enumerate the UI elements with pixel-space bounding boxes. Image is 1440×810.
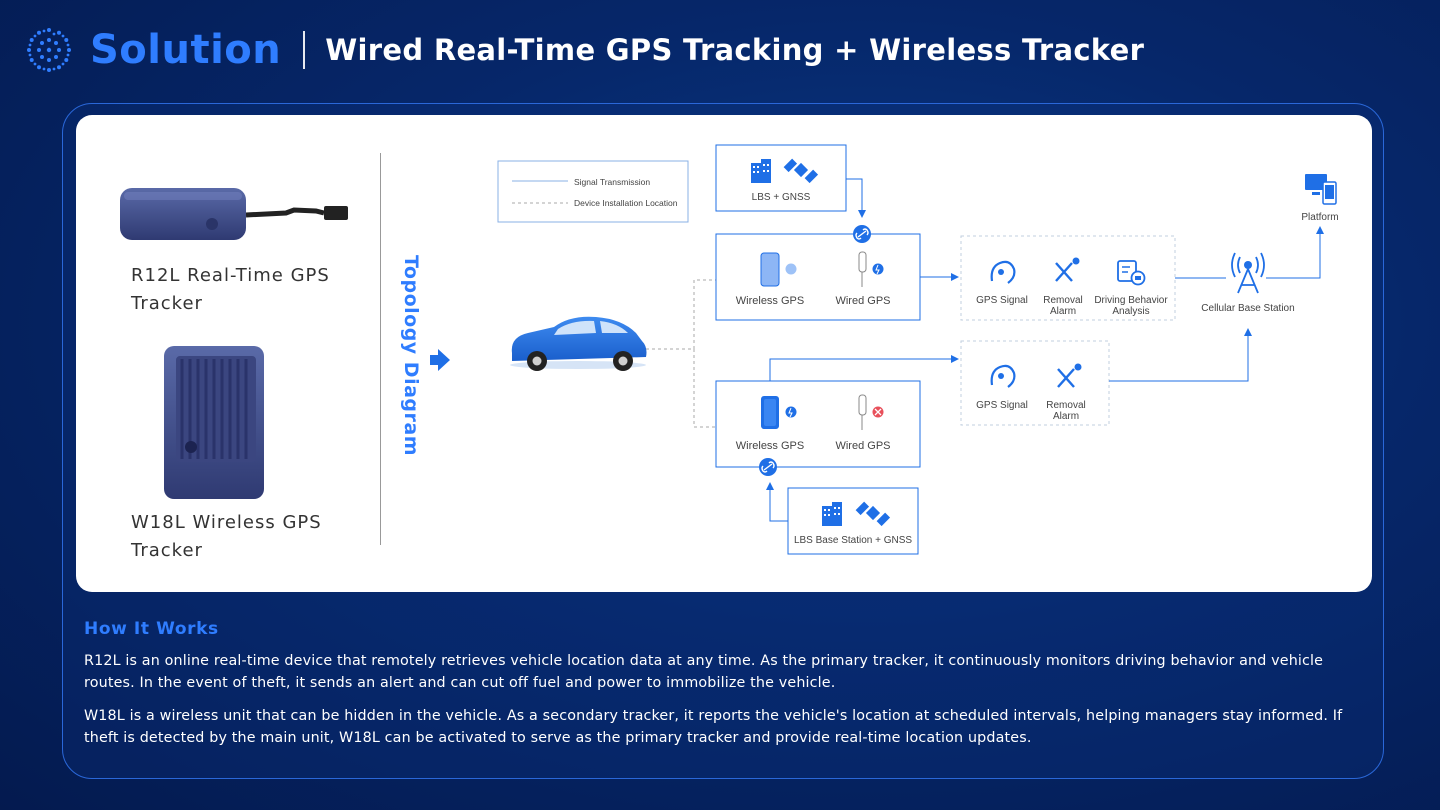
bottom-removal-label-2: Alarm — [1053, 411, 1079, 422]
top-wired-label: Wired GPS — [835, 295, 890, 307]
bottom-building-icon — [822, 502, 842, 526]
top-source-arrow — [846, 178, 866, 218]
top-gps-signal-label: GPS Signal — [976, 295, 1028, 306]
bottom-features-box — [960, 340, 1110, 426]
topology-svg: Signal Transmission Device Installation … — [120, 144, 1339, 555]
wireless-gps-device-icon — [760, 252, 780, 287]
w18l-device-image — [164, 346, 264, 499]
bottom-features-to-cellular-arrow — [1109, 328, 1252, 382]
top-removal-label-2: Alarm — [1050, 306, 1076, 317]
top-wireless-label: Wireless GPS — [736, 295, 804, 307]
platform-label: Platform — [1301, 212, 1338, 223]
top-source-label: LBS + GNSS — [752, 192, 811, 203]
cellular-to-platform-arrow — [1266, 226, 1324, 279]
bottom-removal-alarm-icon — [1057, 363, 1082, 388]
header-divider — [303, 31, 306, 69]
removal-alarm-icon — [1055, 257, 1080, 282]
cell-tower-icon — [1231, 252, 1265, 294]
legend-box — [497, 160, 689, 223]
bottom-pair-box — [715, 380, 921, 468]
installation-lines — [646, 279, 716, 428]
header: Solution Wired Real-Time GPS Tracking + … — [22, 22, 1144, 78]
bottom-source-arrow — [766, 482, 788, 522]
r12l-label: R12L Real-Time GPS Tracker — [131, 262, 351, 318]
w18l-label-line2: Tracker — [131, 540, 203, 561]
r12l-label-line2: Tracker — [131, 293, 203, 314]
bottom-source-box — [787, 487, 919, 555]
platform-icon — [1305, 174, 1337, 205]
r12l-device-image — [120, 188, 348, 240]
how-it-works-heading: How It Works — [84, 619, 219, 639]
bottom-wireless-label: Wireless GPS — [736, 440, 804, 452]
how-it-works-paragraph-2: W18L is a wireless unit that can be hidd… — [84, 708, 1343, 746]
legend-install-label: Device Installation Location — [574, 198, 678, 208]
bottom-wired-gps-device-icon — [858, 394, 867, 416]
building-icon — [751, 159, 771, 183]
gps-signal-icon — [990, 260, 1016, 284]
top-pair-box — [715, 233, 921, 321]
bottom-gps-signal-label: GPS Signal — [976, 400, 1028, 411]
card-divider — [380, 153, 381, 545]
active-badge-icon — [872, 263, 884, 275]
satellite-icon — [783, 158, 819, 184]
how-it-works-paragraph-1: R12L is an online real-time device that … — [84, 653, 1324, 691]
arrow-right-icon — [430, 349, 450, 371]
diagram-card: Signal Transmission Device Installation … — [76, 115, 1372, 592]
driving-analysis-icon — [1117, 260, 1146, 286]
w18l-label: W18L Wireless GPS Tracker — [131, 509, 351, 565]
wired-gps-device-icon — [858, 251, 867, 273]
top-removal-label-1: Removal — [1043, 295, 1082, 306]
legend-signal-label: Signal Transmission — [574, 177, 650, 187]
sleep-badge-icon — [785, 263, 797, 275]
top-driving-label-2: Analysis — [1112, 306, 1149, 317]
bottom-pair-arrow — [769, 355, 959, 381]
car-image — [510, 316, 647, 371]
bottom-wired-label: Wired GPS — [835, 440, 890, 452]
brand-logo-icon — [27, 28, 71, 72]
bottom-gps-signal-icon — [990, 364, 1016, 388]
r12l-label-line1: R12L Real-Time GPS — [131, 265, 330, 286]
top-source-box — [715, 144, 847, 212]
cellular-label: Cellular Base Station — [1201, 303, 1294, 314]
w18l-label-line1: W18L Wireless GPS — [131, 512, 322, 533]
topology-diagram-label: Topology Diagram — [400, 255, 422, 457]
page-title: Wired Real-Time GPS Tracking + Wireless … — [325, 33, 1145, 67]
bottom-removal-label-1: Removal — [1046, 400, 1085, 411]
bottom-active-badge-icon — [785, 406, 797, 418]
bottom-source-label: LBS Base Station + GNSS — [794, 535, 912, 546]
bottom-satellite-icon — [855, 501, 891, 527]
top-driving-label-1: Driving Behavior — [1094, 295, 1168, 306]
brand-heading: Solution — [90, 27, 282, 73]
